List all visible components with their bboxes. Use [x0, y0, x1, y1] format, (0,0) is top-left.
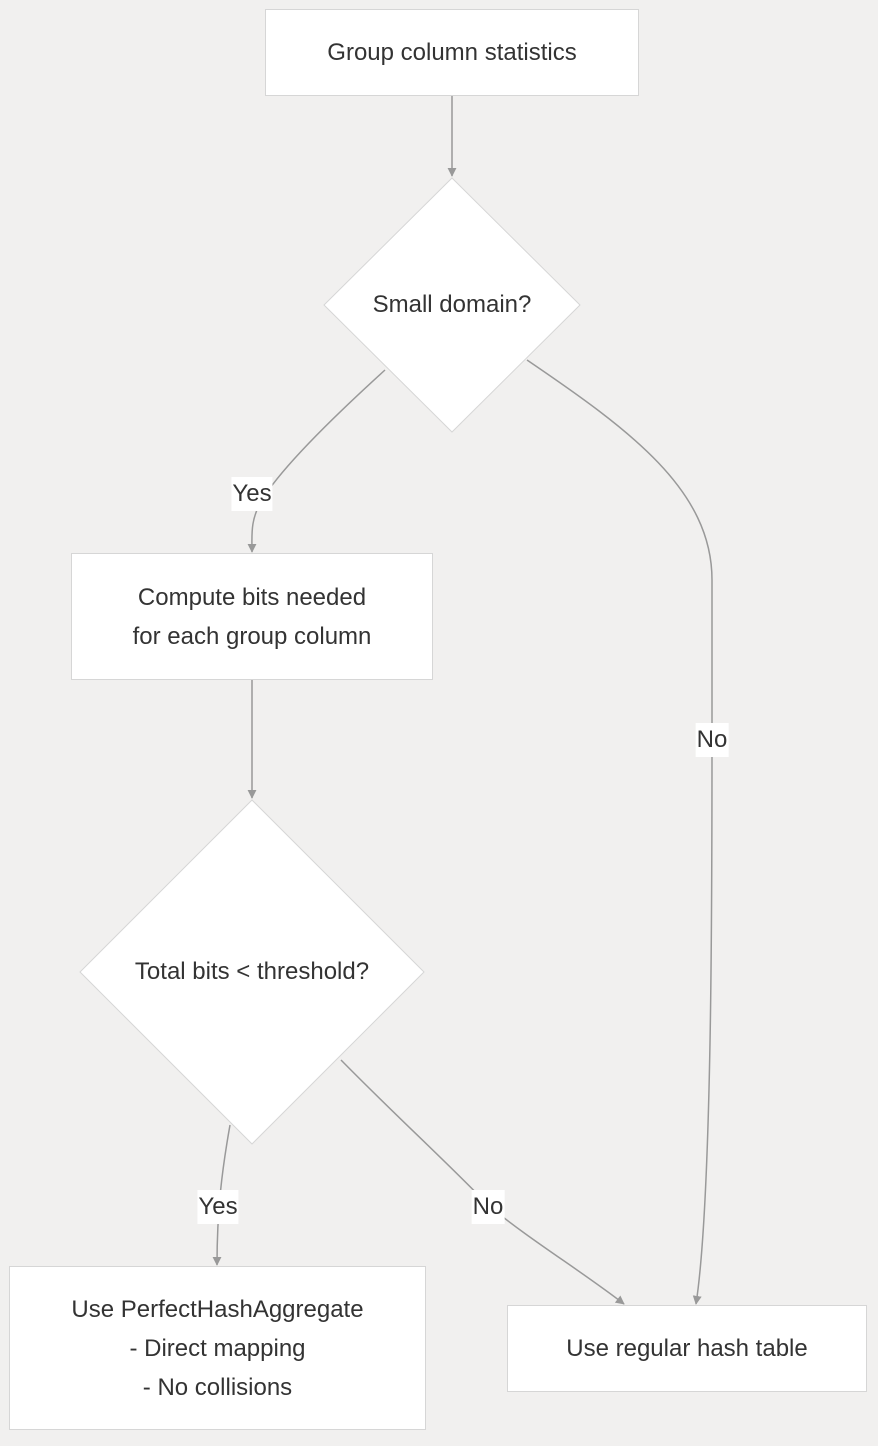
group-column-statistics-node: Group column statistics	[265, 9, 639, 96]
regular-hash-table-label: Use regular hash table	[566, 1335, 808, 1362]
edge-label-small-domain-yes: Yes	[231, 477, 273, 511]
compute-bits-node: Compute bits needed for each group colum…	[71, 553, 433, 680]
edge-label-total-bits-no: No	[471, 1190, 505, 1224]
small-domain-label: Small domain?	[372, 291, 532, 318]
total-bits-label: Total bits < threshold?	[134, 958, 370, 985]
perfect-hash-aggregate-label: Use PerfectHashAggregate - Direct mappin…	[71, 1295, 364, 1401]
compute-bits-label: Compute bits needed for each group colum…	[132, 583, 372, 650]
perfect-hash-aggregate-node: Use PerfectHashAggregate - Direct mappin…	[9, 1266, 426, 1430]
edge-label-small-domain-no: No	[695, 723, 729, 757]
edge-label-total-bits-yes: Yes	[197, 1190, 239, 1224]
edge-small-domain-no	[526, 359, 713, 1305]
small-domain-diamond	[323, 177, 581, 433]
total-bits-diamond	[79, 799, 425, 1145]
regular-hash-table-node: Use regular hash table	[507, 1305, 867, 1392]
group-column-statistics-label: Group column statistics	[327, 39, 577, 66]
edge-small-domain-yes	[247, 369, 386, 553]
